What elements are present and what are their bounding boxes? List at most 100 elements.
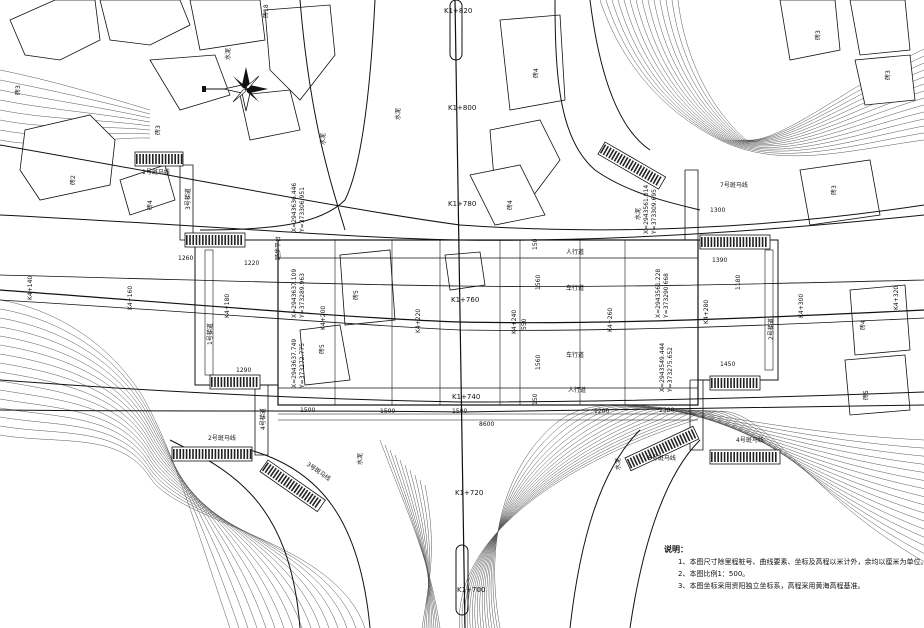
label-bldg: 砖18 xyxy=(262,4,270,18)
stair-west-inner xyxy=(204,249,214,376)
road-edge xyxy=(629,439,701,628)
road-edge xyxy=(0,404,924,413)
contour-line xyxy=(0,398,330,628)
contour-line xyxy=(0,407,339,628)
road-edge xyxy=(589,0,651,151)
north-arrow-icon xyxy=(202,67,268,112)
label-road: 水泥 xyxy=(224,48,232,60)
dim-1180: 1180 xyxy=(735,275,742,290)
building xyxy=(149,54,231,111)
contour-line xyxy=(0,434,366,628)
label-bldg: 砖3 xyxy=(830,185,838,195)
contour-line xyxy=(623,0,924,148)
building xyxy=(779,0,841,61)
label-crosswalk-3: 3号斑马线 xyxy=(305,460,332,483)
contour-line xyxy=(399,459,433,628)
stair-west xyxy=(194,239,279,386)
label-stair-s: 4号梯道 xyxy=(259,408,267,430)
label-bldg: 砖3 xyxy=(154,125,162,135)
building xyxy=(849,0,911,56)
k1-centerline xyxy=(454,0,466,628)
contour-line xyxy=(0,317,249,628)
contour-line xyxy=(611,0,924,152)
dim-1260: 1260 xyxy=(178,255,193,262)
dim-1390: 1390 xyxy=(712,257,727,264)
label-road: 水泥 xyxy=(394,108,402,120)
label-road: 水泥 xyxy=(614,458,622,470)
dim-1500-a: 1500 xyxy=(300,407,315,414)
label-road: 水泥 xyxy=(634,208,642,220)
contour-line xyxy=(0,79,151,115)
contour-line xyxy=(0,353,285,628)
contour-line xyxy=(635,0,924,145)
dim-1560-a: 1560 xyxy=(535,275,542,290)
contour-line xyxy=(617,0,924,150)
chainage-k4-280: K4+280 xyxy=(703,300,710,324)
label-crosswalk-1: 1号斑马线 xyxy=(142,168,170,176)
contour-line xyxy=(464,410,924,628)
contour-line xyxy=(641,0,924,144)
chainage-k4-140: K4+140 xyxy=(27,276,34,300)
zebra-crosswalk xyxy=(597,141,667,190)
building xyxy=(189,0,266,51)
road-edge xyxy=(0,299,924,331)
contour-line xyxy=(0,425,357,628)
chainage-k4-320: K4+320 xyxy=(893,286,900,310)
coord-me-x: X=2943561.228 xyxy=(655,269,662,318)
chainage-k1-720: K1+720 xyxy=(455,489,483,497)
notes-line-1: 1、本图尺寸除里程桩号、曲线要素、坐标及高程以米计外，余均以厘米为单位。 xyxy=(678,558,924,566)
contour-line xyxy=(414,474,429,628)
chainage-k1-760: K1+760 xyxy=(451,296,479,304)
notes-line-2: 2、本图比例1：500。 xyxy=(678,570,750,578)
dim-1290: 1290 xyxy=(236,367,251,374)
label-bldg: 砖4 xyxy=(506,200,514,210)
building xyxy=(444,251,486,291)
contour-line xyxy=(0,380,312,628)
dim-150-b: 150 xyxy=(532,393,539,405)
label-crosswalk-5: 5号斑马线 xyxy=(648,454,676,462)
building xyxy=(99,0,191,46)
chainage-k4-260: K4+260 xyxy=(607,308,614,332)
contour-line xyxy=(421,484,432,628)
chainage-k1-780: K1+780 xyxy=(448,200,476,208)
building xyxy=(469,164,546,226)
coord-ne-x: X=2943561.014 xyxy=(643,185,650,234)
building xyxy=(299,324,351,386)
contour-line xyxy=(466,410,924,628)
zebra-crosswalk xyxy=(209,374,261,390)
dim-1450: 1450 xyxy=(720,361,735,368)
contour-line xyxy=(0,69,151,111)
dim-150-a: 150 xyxy=(532,238,539,250)
label-sidewalk-bottom: 人行道 xyxy=(568,386,586,394)
coord-nw-y: Y=373306.951 xyxy=(299,187,306,233)
zebra-crosswalk xyxy=(171,446,253,462)
ramp-sw xyxy=(254,384,269,456)
zebra-crosswalk xyxy=(134,151,184,167)
contour-line xyxy=(389,449,437,628)
dimension-labels: 1500 1500 1500 1200 1300 1300 1390 1450 … xyxy=(178,207,742,428)
zebra-crosswalk xyxy=(184,232,246,248)
coord-mw-x: X=2943637.109 xyxy=(291,269,298,318)
chainage-k1-700: K1+700 xyxy=(457,586,485,594)
label-lane-top: 车行道 xyxy=(566,284,584,292)
stair-east xyxy=(697,239,779,381)
contour-line xyxy=(477,408,924,628)
contour-line xyxy=(484,407,924,628)
coord-me-y: Y=373290.668 xyxy=(663,273,670,319)
zebra-crosswalk xyxy=(259,459,326,513)
contour-line xyxy=(494,404,924,628)
label-bldg: 砖3 xyxy=(884,70,892,80)
contour-line xyxy=(0,335,267,628)
dim-1200: 1200 xyxy=(594,408,609,415)
chainage-k1-740: K1+740 xyxy=(452,393,480,401)
dim-1300-a: 1300 xyxy=(659,407,674,414)
chainage-k4-300: K4+300 xyxy=(798,294,805,318)
contour-line xyxy=(409,469,429,628)
label-sidewalk-top: 人行道 xyxy=(566,248,584,256)
road-edge xyxy=(299,0,346,231)
coord-sw-y: Y=373272.775 xyxy=(299,343,306,389)
contour-line xyxy=(0,416,348,628)
